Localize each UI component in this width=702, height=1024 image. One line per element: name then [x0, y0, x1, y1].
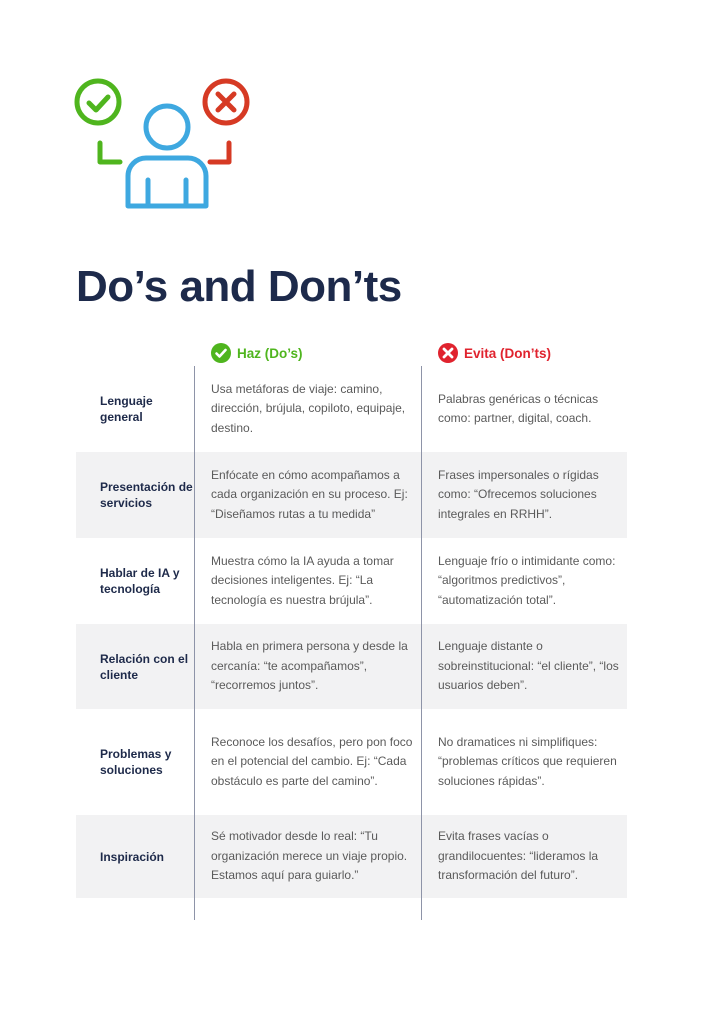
row-label: Relación con el cliente	[100, 651, 189, 682]
do-cell: Muestra cómo la IA ayuda a tomar decisio…	[211, 553, 394, 607]
table-row: Presentación de servicios Enfócate en có…	[76, 452, 627, 538]
page-title: Do’s and Don’ts	[76, 262, 402, 311]
table-row: Inspiración Sé motivador desde lo real: …	[76, 815, 627, 898]
dont-cell: Frases impersonales o rígidas como: “Ofr…	[438, 467, 599, 521]
dont-cell: Lenguaje distante o sobreinstitucional: …	[438, 639, 619, 693]
table-row: Lenguaje general Usa metáforas de viaje:…	[76, 366, 627, 452]
dont-cell: Palabras genéricas o técnicas como: part…	[438, 391, 599, 426]
person-choice-icon	[74, 78, 250, 209]
column-header-dont-label: Evita (Don’ts)	[464, 345, 552, 361]
do-cell: Reconoce los desafíos, pero pon foco en …	[211, 734, 413, 788]
row-label: Inspiración	[100, 849, 165, 864]
dont-cell: Evita frases vacías o grandilocuentes: “…	[438, 829, 599, 883]
table-row: Problemas y soluciones Reconoce los desa…	[76, 709, 627, 815]
check-circle-icon	[211, 343, 231, 363]
table-row: Hablar de IA y tecnología Muestra cómo l…	[76, 538, 627, 624]
x-circle-icon	[438, 343, 458, 363]
column-divider	[421, 366, 422, 920]
dont-cell: No dramatices ni simplifiques: “problema…	[438, 734, 617, 788]
dos-donts-table: Lenguaje general Usa metáforas de viaje:…	[76, 366, 627, 898]
do-cell: Sé motivador desde lo real: “Tu organiza…	[211, 829, 408, 883]
row-label: Hablar de IA y tecnología	[100, 566, 180, 596]
column-header-do-label: Haz (Do’s)	[237, 345, 303, 361]
do-cell: Habla en primera persona y desde la cerc…	[211, 639, 408, 693]
table-row: Relación con el cliente Habla en primera…	[76, 624, 627, 709]
row-label: Lenguaje general	[100, 394, 153, 424]
row-label: Presentación de servicios	[100, 480, 193, 510]
column-header-do: Haz (Do’s)	[211, 343, 303, 363]
dont-cell: Lenguaje frío o intimidante como: “algor…	[438, 553, 616, 607]
column-header-dont: Evita (Don’ts)	[438, 343, 551, 363]
row-label: Problemas y soluciones	[100, 747, 172, 777]
column-divider	[194, 366, 195, 920]
do-cell: Usa metáforas de viaje: camino, direcció…	[211, 381, 406, 435]
do-cell: Enfócate en cómo acompañamos a cada orga…	[211, 467, 408, 521]
